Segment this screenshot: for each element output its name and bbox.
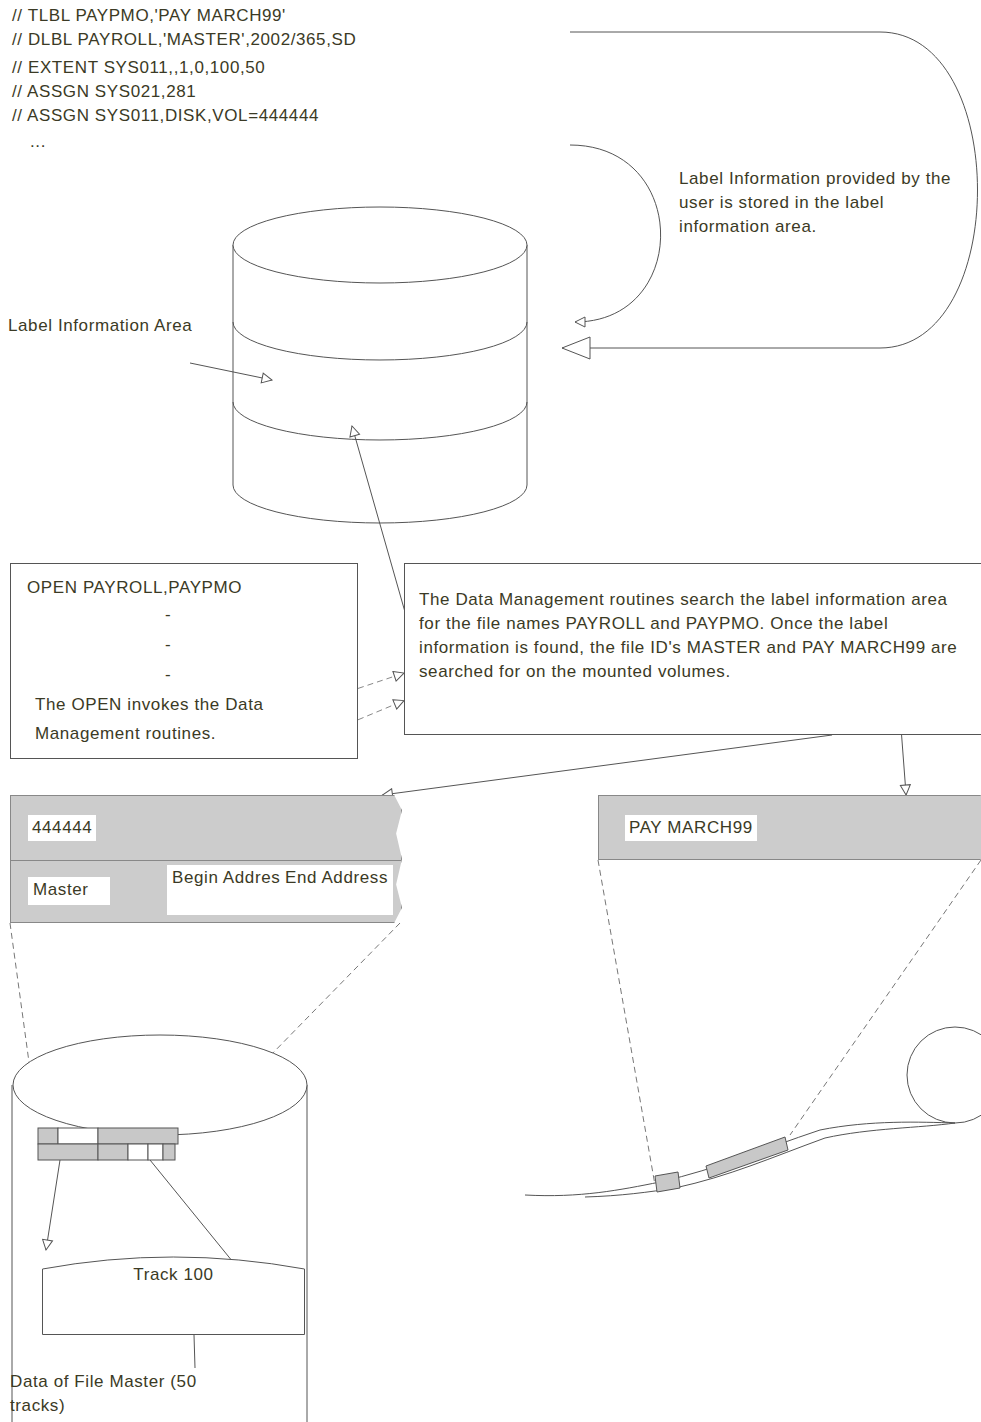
dash-mark: - [165,630,347,660]
label-flow-curve [570,145,661,322]
disk-cylinder [12,1035,307,1422]
arrow [382,735,832,795]
node-text: End Address [285,866,388,889]
jcl-statement: // ASSGN SYS011,DISK,VOL=444444 [12,104,572,128]
tape-reel [525,1027,981,1197]
disk-cylinder [233,207,527,523]
track-segments [38,1128,178,1160]
volume-serial: 444444 [28,815,96,841]
file-id: PAY MARCH99 [625,815,757,841]
volume-label-band: 444444Master Begin AddressEnd Address [10,795,402,923]
area-label: Label Information Area [8,314,208,338]
dash-mark: - [165,600,347,630]
process-box: OPEN PAYROLL,PAYPMO---The OPEN invokes t… [10,563,358,759]
tape-label-band: PAY MARCH99 [598,795,981,860]
jcl-statement: // DLBL PAYROLL,'MASTER',2002/365,SD [12,28,572,52]
node-text: Track 100 [42,1263,305,1287]
node-text: Begin Address [172,866,289,889]
node-text: The Data Management routines search the … [419,588,959,684]
dashed-arrow [358,701,404,720]
arrow [902,735,907,795]
field-box: Begin Address [167,865,294,915]
jcl-statement: // ASSGN SYS021,281 [12,80,572,104]
process-box: The Data Management routines search the … [404,563,981,735]
data-label: Data of File Master (50 tracks) [10,1370,240,1418]
node-text: OPEN PAYROLL,PAYPMO [27,576,347,600]
node-text: Master [33,878,105,902]
dashed-arrow [358,673,404,688]
continuation-dots: ... [30,130,90,154]
leader-line [190,363,272,380]
callout-note: Label Information provided by the user i… [679,167,977,239]
field-box: Master [28,877,110,905]
track-shape: Track 100 [42,1253,305,1335]
jcl-statement: // TLBL PAYPMO,'PAY MARCH99' [12,4,572,28]
band-divider [11,860,401,861]
dash-mark: - [165,660,347,690]
jcl-statement: // EXTENT SYS011,,1,0,100,50 [12,56,572,80]
node-text: The OPEN invokes the Data Management rou… [35,690,335,748]
field-box: End Address [280,865,393,915]
search-arrow [352,426,405,612]
label-flow-curve [562,32,978,348]
track-arrow [46,1160,60,1250]
